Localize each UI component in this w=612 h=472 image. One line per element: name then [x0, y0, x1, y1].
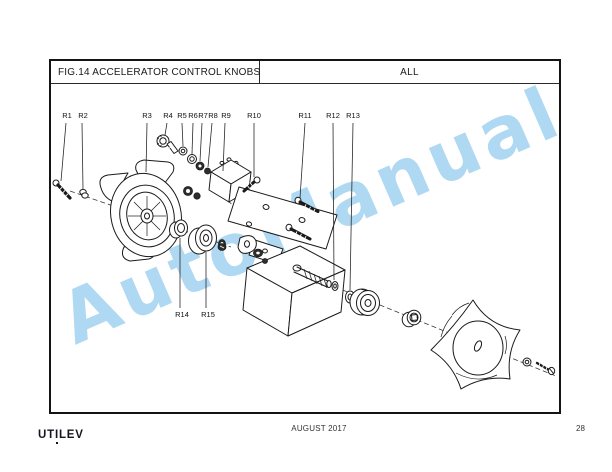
part-label-r11: R11	[298, 111, 312, 120]
part-label-r13: R13	[346, 111, 360, 120]
footer-page-number: 28	[576, 424, 585, 433]
part-label-r5: R5	[177, 111, 187, 120]
part-label-r1: R1	[62, 111, 72, 120]
logo-text-ut: UT	[38, 429, 55, 441]
figure-applicability: ALL	[400, 66, 419, 78]
part-label-r2: R2	[78, 111, 88, 120]
part-label-r7: R7	[198, 111, 208, 120]
part-label-r10: R10	[247, 111, 261, 120]
part-label-r9: R9	[221, 111, 231, 120]
utilev-logo: UTILEV	[38, 429, 84, 441]
logo-text-lev: LEV	[58, 429, 84, 441]
footer-date: AUGUST 2017	[291, 424, 347, 433]
part-label-r6: R6	[188, 111, 198, 120]
part-label-r14: R14	[175, 310, 189, 319]
figure-title: FIG.14 ACCELERATOR CONTROL KNOBS	[51, 61, 260, 83]
part-label-r12: R12	[326, 111, 340, 120]
figure-header-row: FIG.14 ACCELERATOR CONTROL KNOBS ALL	[51, 61, 559, 84]
part-label-r4: R4	[163, 111, 173, 120]
part-label-r3: R3	[142, 111, 152, 120]
part-label-r15: R15	[201, 310, 215, 319]
logo-text-i: I	[54, 429, 59, 441]
part-label-r8: R8	[208, 111, 218, 120]
